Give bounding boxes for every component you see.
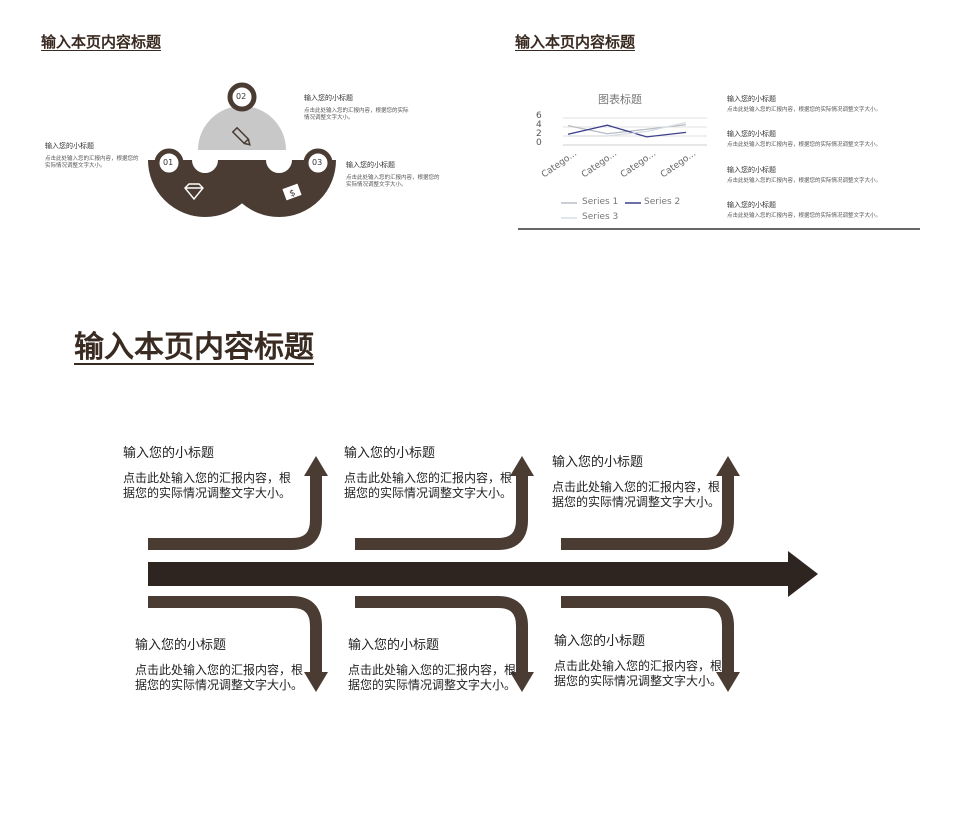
ytick: 4 (536, 120, 542, 130)
arc-02 (198, 106, 286, 152)
series-line-3 (568, 121, 687, 137)
step-02-number: 02 (236, 92, 247, 101)
chart-series-group (567, 121, 687, 138)
arrow-heads (304, 456, 740, 692)
slide3-item-body: 点击此处输入您的汇报内容，根据您的实际情况调整文字大小。 (552, 480, 721, 509)
step-02-body: 点击此处输入您的汇报内容，根据您的实际情况调整文字大小。 (304, 108, 409, 121)
step-01-number: 01 (163, 158, 174, 167)
branch-up-1 (148, 475, 322, 550)
slide2-item-heading: 输入您的小标题 (727, 95, 776, 103)
chart-yaxis: 6 4 2 0 (536, 112, 542, 148)
step-03-text: 输入您的小标题 点击此处输入您的汇报内容，根据您的实际情况调整文字大小。 (346, 160, 441, 189)
slide3-item-heading: 输入您的小标题 (123, 446, 215, 461)
slide3-title: 输入本页内容标题 (74, 330, 314, 365)
slide2-item-heading: 输入您的小标题 (727, 130, 776, 138)
slide2-item-2: 输入您的小标题 点击此处输入您的汇报内容，根据您的实际情况调整文字大小。 (727, 129, 887, 149)
money-icon: $ (282, 183, 302, 201)
slide2-item-body: 点击此处输入您的汇报内容，根据您的实际情况调整文字大小。 (727, 178, 882, 184)
slide3-item-heading: 输入您的小标题 (344, 446, 436, 461)
branch-down-3 (561, 596, 734, 673)
svg-text:$: $ (288, 188, 297, 199)
step-02-circle (227, 82, 257, 112)
pencil-icon (231, 126, 251, 146)
legend-series2: Series 2 (644, 197, 681, 207)
ytick: 0 (536, 138, 542, 148)
step-02-heading: 输入您的小标题 (304, 94, 353, 102)
ytick: 6 (536, 111, 542, 121)
arc-03 (222, 158, 336, 217)
slide3-item-body: 点击此处输入您的汇报内容，根据您的实际情况调整文字大小。 (344, 471, 513, 500)
slide3-item-body: 点击此处输入您的汇报内容，根据您的实际情况调整文字大小。 (123, 471, 292, 500)
slide3-item-6: 输入您的小标题 点击此处输入您的汇报内容，根据您的实际情况调整文字大小。 (554, 630, 724, 689)
slide2-item-body: 点击此处输入您的汇报内容，根据您的实际情况调整文字大小。 (727, 213, 882, 219)
legend-series1: Series 1 (582, 197, 619, 207)
slide3-item-heading: 输入您的小标题 (554, 634, 646, 649)
series-line-2 (567, 124, 687, 138)
branch-down-1 (148, 596, 322, 673)
step-03-body: 点击此处输入您的汇报内容，根据您的实际情况调整文字大小。 (346, 175, 440, 188)
slide3-item-body: 点击此处输入您的汇报内容，根据您的实际情况调整文字大小。 (348, 663, 517, 692)
ytick: 2 (536, 129, 542, 139)
slide3-item-2: 输入您的小标题 点击此处输入您的汇报内容，根据您的实际情况调整文字大小。 (344, 442, 514, 501)
step-01-text: 输入您的小标题 点击此处输入您的汇报内容，根据您的实际情况调整文字大小。 (45, 141, 140, 170)
slide2-item-4: 输入您的小标题 点击此处输入您的汇报内容，根据您的实际情况调整文字大小。 (727, 200, 897, 220)
main-spine-arrow (148, 562, 790, 586)
branch-up-2 (355, 475, 528, 550)
slide2-item-body: 点击此处输入您的汇报内容，根据您的实际情况调整文字大小。 (727, 107, 882, 113)
step-03-number: 03 (312, 158, 323, 167)
slide2-item-3: 输入您的小标题 点击此处输入您的汇报内容，根据您的实际情况调整文字大小。 (727, 165, 897, 185)
step-01-heading: 输入您的小标题 (45, 142, 94, 150)
slide3-item-1: 输入您的小标题 点击此处输入您的汇报内容，根据您的实际情况调整文字大小。 (123, 442, 293, 501)
slide3-item-heading: 输入您的小标题 (135, 638, 227, 653)
slide3-item-heading: 输入您的小标题 (552, 455, 644, 470)
branch-up-3 (561, 475, 734, 550)
branch-down-2 (355, 596, 528, 673)
step-03-heading: 输入您的小标题 (346, 161, 395, 169)
slide2-item-body: 点击此处输入您的汇报内容，根据您的实际情况调整文字大小。 (727, 142, 882, 148)
step-02-text: 输入您的小标题 点击此处输入您的汇报内容，根据您的实际情况调整文字大小。 (304, 93, 409, 122)
slide3-item-4: 输入您的小标题 点击此处输入您的汇报内容，根据您的实际情况调整文字大小。 (135, 634, 305, 693)
slide3-item-heading: 输入您的小标题 (348, 638, 440, 653)
step-01-circle (154, 148, 184, 178)
diamond-icon (184, 183, 204, 201)
fishbone-arrows (148, 475, 734, 673)
step-03-circle (303, 148, 333, 178)
step-01-body: 点击此处输入您的汇报内容，根据您的实际情况调整文字大小。 (45, 156, 139, 169)
slide3-item-body: 点击此处输入您的汇报内容，根据您的实际情况调整文字大小。 (135, 663, 304, 692)
slide3-item-5: 输入您的小标题 点击此处输入您的汇报内容，根据您的实际情况调整文字大小。 (348, 634, 518, 693)
slide3-item-body: 点击此处输入您的汇报内容，根据您的实际情况调整文字大小。 (554, 659, 723, 688)
slide3-item-3: 输入您的小标题 点击此处输入您的汇报内容，根据您的实际情况调整文字大小。 (552, 451, 722, 510)
main-arrow-head (788, 551, 818, 597)
chart-title: 图表标题 (598, 93, 642, 106)
slide2-item-heading: 输入您的小标题 (727, 166, 776, 174)
slide2-title: 输入本页内容标题 (515, 33, 636, 51)
legend-series3: Series 3 (582, 212, 619, 222)
slide2-item-heading: 输入您的小标题 (727, 201, 776, 209)
slide2-item-1: 输入您的小标题 点击此处输入您的汇报内容，根据您的实际情况调整文字大小。 (727, 94, 897, 114)
slide1-title: 输入本页内容标题 (41, 33, 162, 51)
